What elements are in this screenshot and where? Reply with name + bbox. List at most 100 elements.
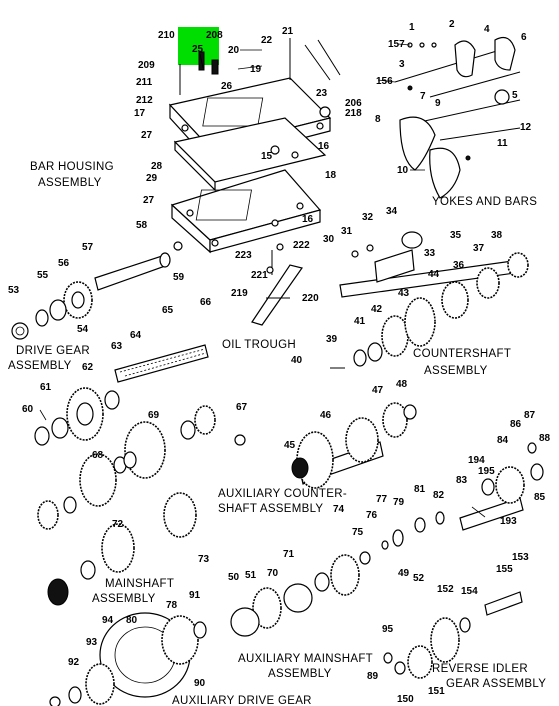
callout: 43 (398, 288, 410, 299)
callout: 68 (92, 450, 104, 461)
callout: 93 (86, 637, 98, 648)
callout: 21 (282, 26, 294, 37)
callout: 193 (500, 516, 517, 527)
callout: 35 (450, 230, 462, 241)
callout: 76 (366, 510, 378, 521)
callout: 48 (396, 379, 408, 390)
callout: 151 (428, 686, 445, 697)
caption-aux-drive-gear: AUXILIARY DRIVE GEAR (172, 695, 312, 706)
oil-trough-drawing (251, 243, 303, 326)
callout: 53 (8, 285, 20, 296)
callout: 11 (497, 138, 508, 149)
callout: 58 (136, 220, 148, 231)
callout: 95 (382, 624, 394, 635)
callout: 82 (433, 490, 445, 501)
callout: 51 (245, 570, 257, 581)
callout: 152 (437, 584, 454, 595)
callout: 66 (200, 297, 212, 308)
caption-bar-housing-1: BAR HOUSING (30, 161, 114, 173)
callout: 2 (449, 19, 455, 30)
caption-mainshaft-1: MAINSHAFT (105, 578, 174, 590)
callout: 220 (302, 293, 319, 304)
callout: 219 (231, 288, 248, 299)
callout: 69 (148, 410, 160, 421)
callout: 54 (77, 324, 89, 335)
callout: 39 (326, 334, 338, 345)
callout: 81 (414, 484, 426, 495)
callout-highlighted-part: 25 (192, 44, 204, 55)
bar-housing-drawing (168, 38, 341, 254)
caption-countershaft-1: COUNTERSHAFT (413, 348, 511, 360)
callout: 59 (173, 272, 185, 283)
callout: 55 (37, 270, 49, 281)
caption-reverse-idler-1: REVERSE IDLER (432, 663, 528, 675)
callout: 20 (228, 45, 240, 56)
callout: 50 (228, 572, 240, 583)
caption-drive-gear-2: ASSEMBLY (8, 360, 72, 372)
callout: 28 (151, 161, 163, 172)
callout: 12 (520, 122, 532, 133)
callout: 80 (126, 615, 138, 626)
callout: 27 (143, 195, 155, 206)
caption-drive-gear-1: DRIVE GEAR (16, 345, 90, 357)
caption-aux-mainshaft-2: ASSEMBLY (268, 668, 332, 680)
callout: 34 (386, 206, 398, 217)
aux-mainshaft-drawing (230, 442, 544, 637)
callout: 218 (345, 108, 362, 119)
reverse-idler-drawing (383, 591, 523, 679)
callout: 47 (372, 385, 384, 396)
callout: 211 (136, 77, 153, 88)
aux-countershaft-drawing (234, 402, 417, 489)
caption-reverse-idler-2: GEAR ASSEMBLY (446, 678, 546, 690)
callout: 6 (521, 32, 527, 43)
callout: 208 (206, 30, 223, 41)
caption-bar-housing-2: ASSEMBLY (38, 177, 102, 189)
callout: 79 (393, 497, 405, 508)
leader-lines (39, 43, 486, 518)
callout: 16 (318, 141, 330, 152)
callout: 223 (235, 250, 252, 261)
callout: 9 (435, 98, 441, 109)
caption-aux-counter-2: SHAFT ASSEMBLY (218, 503, 323, 515)
callout: 206 (345, 98, 362, 109)
callout: 42 (371, 304, 383, 315)
callout: 87 (524, 410, 536, 421)
callout: 62 (82, 362, 94, 373)
callout: 19 (250, 64, 262, 75)
caption-aux-counter-1: AUXILIARY COUNTER- (218, 488, 347, 500)
callout: 156 (376, 76, 393, 87)
callout: 212 (136, 95, 153, 106)
callout: 89 (367, 671, 379, 682)
callout: 67 (236, 402, 248, 413)
callout: 150 (397, 694, 414, 705)
callout: 61 (40, 382, 52, 393)
callout: 3 (399, 59, 405, 70)
callout: 18 (325, 170, 337, 181)
callout: 73 (198, 554, 210, 565)
callout: 77 (376, 494, 388, 505)
caption-yokes-and-bars: YOKES AND BARS (432, 196, 537, 208)
callout: 44 (428, 269, 440, 280)
callout: 40 (291, 355, 303, 366)
callout: 154 (461, 586, 478, 597)
callout: 65 (162, 305, 174, 316)
callout: 31 (341, 226, 353, 237)
callout: 91 (189, 590, 201, 601)
caption-mainshaft-2: ASSEMBLY (92, 593, 156, 605)
caption-oil-trough: OIL TROUGH (222, 339, 296, 351)
callout: 74 (333, 504, 345, 515)
callout: 8 (375, 114, 381, 125)
mainshaft-drawing (34, 344, 216, 606)
callout: 85 (534, 492, 546, 503)
callout: 155 (496, 564, 513, 575)
aux-drive-gear-drawing (49, 612, 207, 706)
callout: 195 (478, 466, 495, 477)
callout: 36 (453, 260, 465, 271)
callout: 26 (221, 81, 233, 92)
callout: 157 (388, 39, 405, 50)
callout: 210 (158, 30, 175, 41)
callout: 83 (456, 475, 468, 486)
callout: 86 (510, 419, 522, 430)
callout: 222 (293, 240, 310, 251)
